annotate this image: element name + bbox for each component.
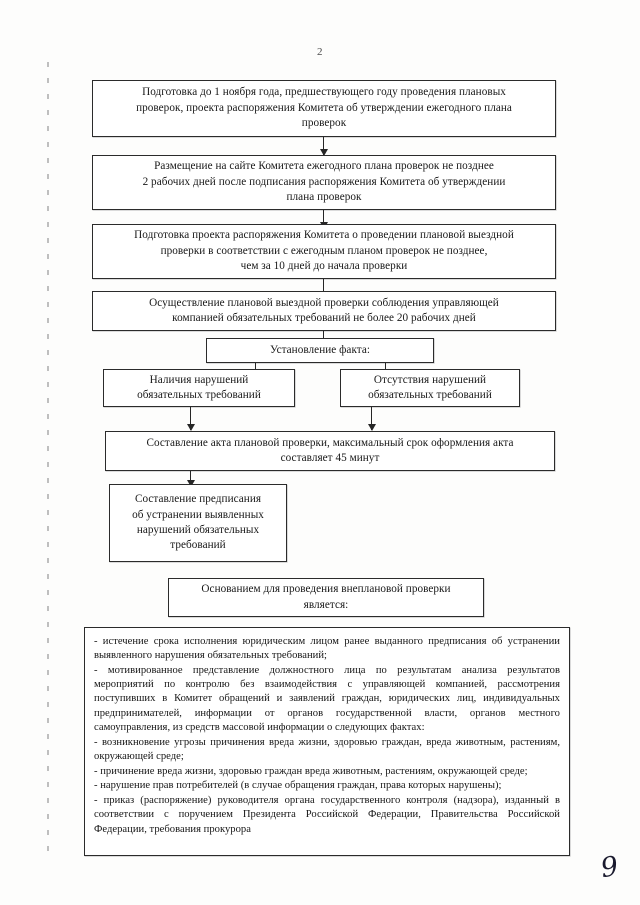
grounds-list-item: - возникновение угрозы причинения вреда … — [94, 736, 560, 762]
flow-box-text: Составление предписания об устранении вы… — [132, 493, 264, 552]
flow-box-conducting-inspection: Осуществление плановой выездной проверки… — [92, 291, 556, 331]
flow-box-text: Основанием для проведения внеплановой пр… — [201, 583, 451, 611]
connector-arrow-from-violations-absent — [371, 407, 373, 430]
page-number: 2 — [317, 46, 323, 58]
flow-box-preparation-order-scheduled-inspection: Подготовка проекта распоряжения Комитета… — [92, 224, 556, 279]
grounds-list-item: - истечение срока исполнения юридическим… — [94, 636, 560, 662]
flow-box-prescription-drafting: Составление предписания об устранении вы… — [109, 484, 287, 562]
grounds-list-block: - истечение срока исполнения юридическим… — [84, 627, 570, 856]
flow-box-text: Размещение на сайте Комитета ежегодного … — [142, 160, 506, 204]
connector-arrow-2 — [323, 210, 325, 228]
flow-box-text: Подготовка до 1 ноября года, предшествую… — [136, 86, 512, 130]
connector-arrow-from-violations-present — [190, 407, 192, 430]
flow-box-text: Подготовка проекта распоряжения Комитета… — [134, 229, 514, 273]
connector-arrow-to-prescription — [190, 471, 192, 486]
grounds-list-item: - причинение вреда жизни, здоровью гражд… — [94, 765, 528, 777]
flow-box-text: Отсутствия нарушений обязательных требов… — [368, 373, 492, 401]
flow-box-publication-on-site: Размещение на сайте Комитета ежегодного … — [92, 155, 556, 210]
flow-box-text: Наличия нарушений обязательных требовани… — [137, 373, 261, 401]
grounds-list-item: - нарушение прав потребителей (в случае … — [94, 780, 502, 792]
flow-box-inspection-act: Составление акта плановой проверки, макс… — [105, 431, 555, 471]
grounds-list-item: - приказ (распоряжение) руководителя орг… — [94, 795, 560, 835]
margin-perforation-line — [47, 62, 49, 852]
connector-arrow-3 — [323, 279, 325, 297]
handwritten-page-mark: 9 — [598, 850, 621, 885]
flow-box-violations-present: Наличия нарушений обязательных требовани… — [103, 369, 295, 407]
flow-box-text: Составление акта плановой проверки, макс… — [146, 436, 514, 464]
grounds-list-item: - мотивированное представление должностн… — [94, 664, 560, 733]
flow-box-text: Установление факта: — [269, 343, 371, 356]
flow-box-fact-establishment: Установление факта: — [206, 338, 434, 363]
flow-box-preparation-annual-plan: Подготовка до 1 ноября года, предшествую… — [92, 80, 556, 137]
flow-box-violations-absent: Отсутствия нарушений обязательных требов… — [340, 369, 520, 407]
flow-box-text: Осуществление плановой выездной проверки… — [149, 296, 499, 324]
flow-box-unscheduled-basis-header: Основанием для проведения внеплановой пр… — [168, 578, 484, 617]
connector-arrow-1 — [323, 137, 325, 155]
